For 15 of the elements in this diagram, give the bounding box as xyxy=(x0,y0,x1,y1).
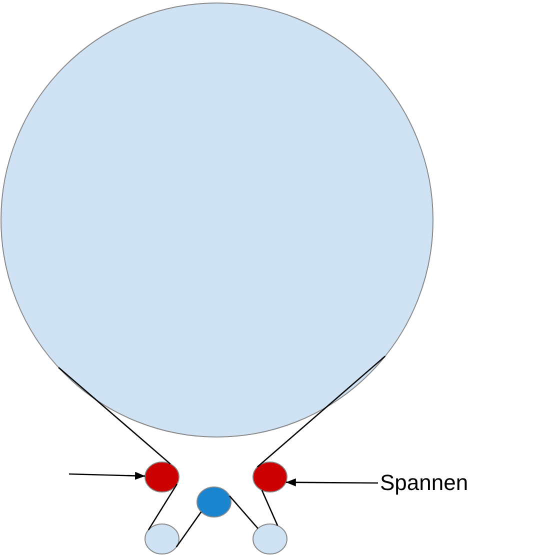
arrow xyxy=(286,478,378,486)
tension-roller xyxy=(252,462,288,492)
belt-line xyxy=(261,490,278,526)
large-pulley xyxy=(0,2,434,438)
belt-line xyxy=(229,496,258,529)
belt-line xyxy=(148,484,178,530)
guide-roller xyxy=(252,524,288,554)
label-text: Spannen xyxy=(380,470,468,496)
belt-line xyxy=(256,356,386,468)
belt-line xyxy=(176,511,202,548)
guide-roller xyxy=(144,524,180,554)
arrow xyxy=(68,472,146,480)
belt-line xyxy=(58,367,171,464)
drive-pulley xyxy=(196,486,232,518)
tension-roller xyxy=(144,462,180,492)
